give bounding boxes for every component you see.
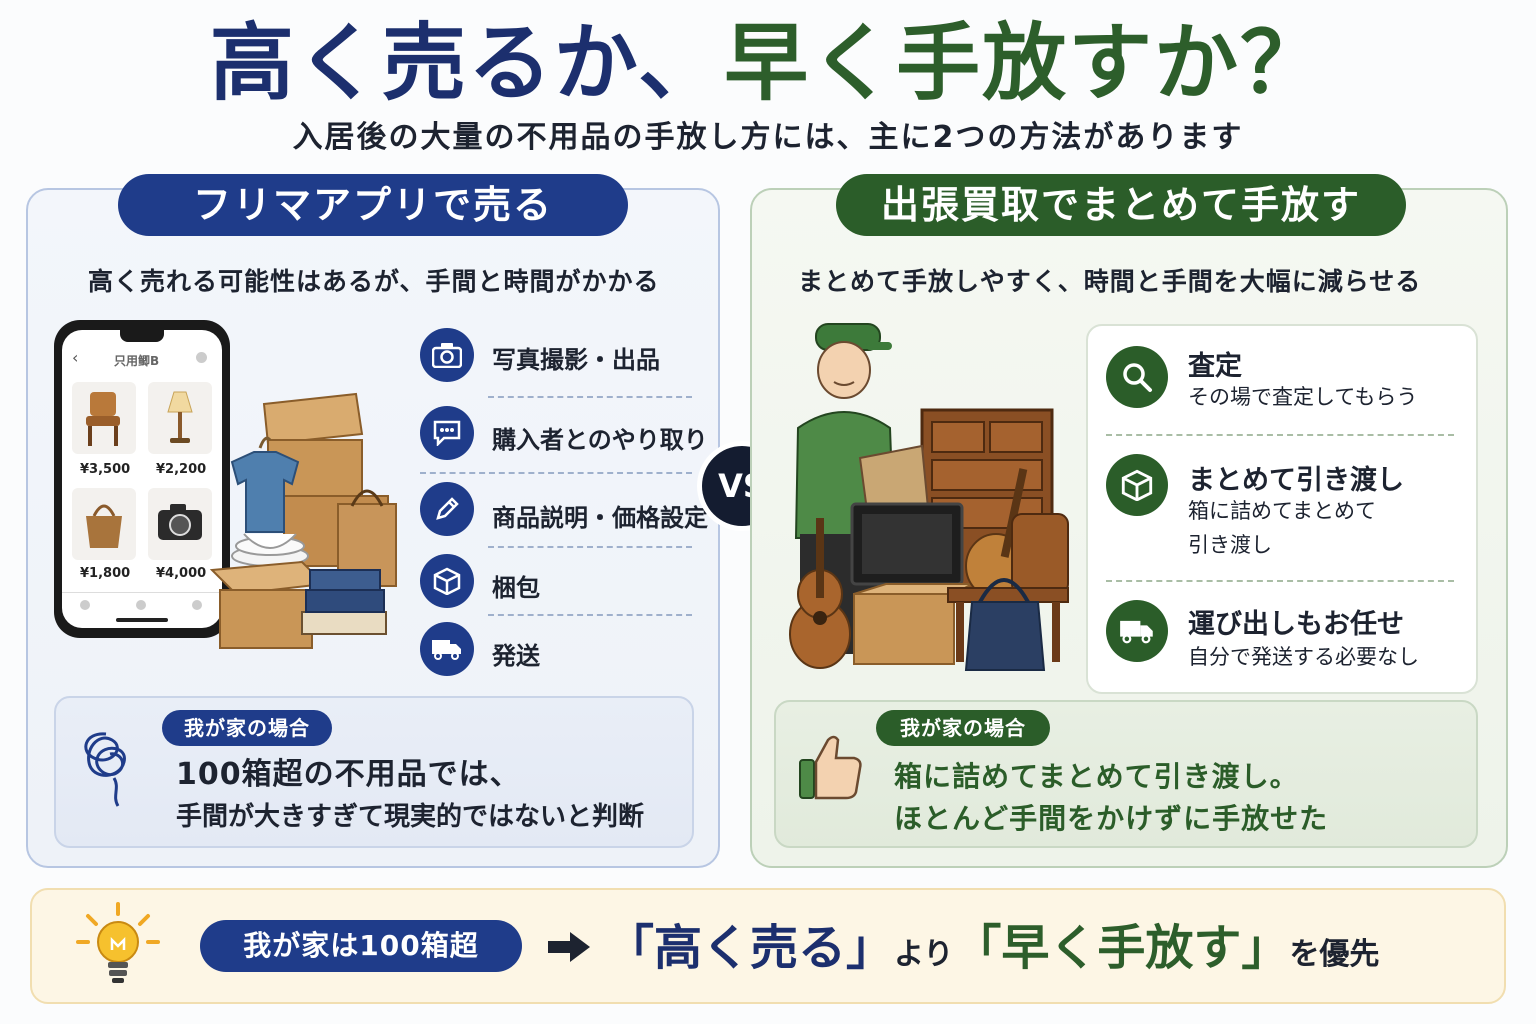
price-label: ¥2,200 — [156, 462, 207, 477]
left-case-line2: 手間が大きすぎて現実的ではないと判断 — [176, 802, 645, 832]
boxes-and-items-illustration — [209, 392, 397, 649]
arrow-right-icon — [548, 932, 590, 962]
step-label: 梱包 — [492, 574, 540, 602]
feature-title: 運び出しもお任せ — [1188, 609, 1404, 640]
right-panel-lead: まとめて手放しやすく、時間と手間を大幅に減らせる — [798, 267, 1422, 296]
product-tile-bag — [72, 488, 136, 560]
lightbulb-icon — [76, 902, 160, 983]
nav-profile-icon — [192, 600, 202, 610]
settings-icon — [196, 352, 207, 363]
conclusion-priority: を優先 — [1289, 937, 1380, 972]
left-case-text: 100箱超の不用品では、 手間が大きすぎて現実的ではないと判断 — [176, 754, 644, 838]
buyer-staff-illustration — [789, 323, 1069, 671]
our-case-tag: 我が家の場合 — [162, 710, 332, 746]
product-tile-chair — [72, 382, 136, 454]
conclusion-yori: より — [894, 937, 954, 972]
back-arrow-icon: ‹ — [72, 348, 79, 367]
product-tile-camera — [148, 488, 212, 560]
box-icon — [420, 554, 474, 608]
step-label: 商品説明・価格設定 — [492, 504, 708, 532]
our-case-tag: 我が家の場合 — [876, 710, 1050, 746]
chat-icon — [420, 406, 474, 460]
conclusion-sell-high: 「高く売る」 — [606, 920, 895, 976]
left-case-line1: 100箱超の不用品では、 — [176, 757, 521, 792]
step-label: 発送 — [492, 642, 540, 670]
nav-home-icon — [80, 600, 90, 610]
nav-search-icon — [136, 600, 146, 610]
thumbs-up-icon — [799, 735, 862, 800]
app-title: 只用鲫B — [114, 354, 160, 368]
feature-title: 査定 — [1188, 351, 1242, 382]
title-part-sell-high: 高く売るか、 — [209, 14, 725, 112]
phone-screen: ‹ 只用鲫B ¥3,500 ¥2,200 ¥1,800 ¥4,000 — [62, 330, 222, 628]
right-panel-heading: 出張買取でまとめて手放す — [836, 174, 1406, 236]
right-case-line1: 箱に詰めてまとめて引き渡し。 — [894, 760, 1299, 793]
right-case-line2: ほとんど手間をかけずに手放せた — [894, 802, 1329, 835]
price-label: ¥1,800 — [80, 566, 131, 581]
truck-icon — [1106, 600, 1168, 662]
step-label: 購入者とのやり取り — [492, 426, 708, 454]
conclusion-text: 「高く売る」より「早く手放す」を優先 — [606, 908, 1379, 988]
product-tile-lamp — [148, 382, 212, 454]
feature-title: まとめて引き渡し — [1188, 465, 1404, 496]
pencil-icon — [420, 482, 474, 536]
left-panel-heading: フリマアプリで売る — [118, 174, 628, 236]
truck-icon — [420, 622, 474, 676]
magnifier-icon — [1106, 346, 1168, 408]
feature-desc: 自分で発送する必要なし — [1188, 645, 1419, 669]
price-label: ¥4,000 — [156, 566, 207, 581]
page-title: 高く売るか、早く手放すか？ — [0, 8, 1536, 118]
camera-icon — [420, 328, 474, 382]
conclusion-let-go-fast: 「早く手放す」 — [953, 920, 1290, 976]
right-case-text: 箱に詰めてまとめて引き渡し。 ほとんど手間をかけずに手放せた — [894, 756, 1328, 840]
title-part-let-go-fast: 早く手放すか？ — [724, 14, 1327, 112]
feature-desc: 引き渡し — [1188, 533, 1272, 557]
price-label: ¥3,500 — [80, 462, 131, 477]
left-our-case-box — [54, 696, 694, 848]
feature-desc: 箱に詰めてまとめて — [1188, 499, 1376, 523]
page-subtitle: 入居後の大量の不用品の手放し方には、主に2つの方法があります — [292, 120, 1244, 155]
left-panel-lead: 高く売れる可能性はあるが、手間と時間がかかる — [88, 267, 660, 296]
conclusion-tag: 我が家は100箱超 — [200, 920, 522, 972]
box-icon — [1106, 454, 1168, 516]
feature-desc: その場で査定してもらう — [1188, 385, 1418, 409]
tangled-scribble-icon — [84, 732, 126, 807]
phone-notch — [120, 330, 164, 342]
step-label: 写真撮影・出品 — [492, 346, 660, 374]
